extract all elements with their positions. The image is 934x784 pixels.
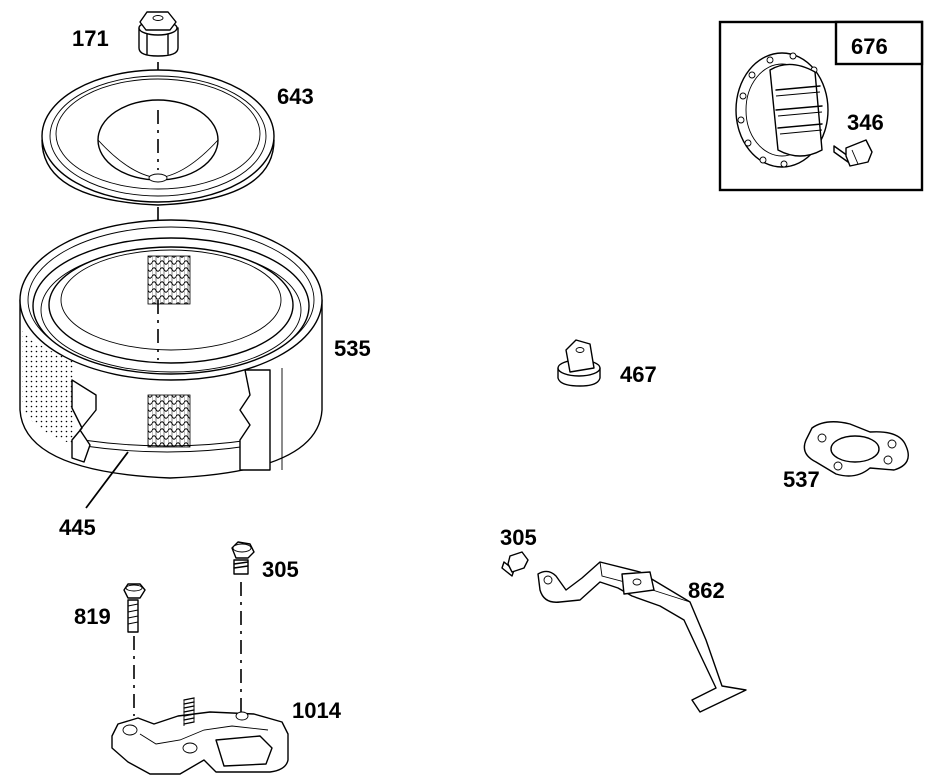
wing-nut-171 xyxy=(138,11,179,57)
bracket-862 xyxy=(537,561,747,713)
leader-445 xyxy=(85,451,129,509)
label-862: 862 xyxy=(688,578,725,603)
label-305-left: 305 xyxy=(262,557,299,582)
air-cleaner-base-1014 xyxy=(111,697,289,775)
label-676: 676 xyxy=(851,34,888,59)
bolt-346 xyxy=(833,139,873,167)
bolt-305-right xyxy=(501,551,529,577)
label-445: 445 xyxy=(59,515,96,540)
cover-plate-676 xyxy=(735,52,829,168)
knob-467 xyxy=(557,339,601,387)
label-819: 819 xyxy=(74,604,111,629)
label-537: 537 xyxy=(783,467,820,492)
label-467: 467 xyxy=(620,362,657,387)
label-535: 535 xyxy=(334,336,371,361)
bolt-819 xyxy=(123,583,146,633)
label-643: 643 xyxy=(277,84,314,109)
gasket-537 xyxy=(803,421,909,477)
label-346: 346 xyxy=(847,110,884,135)
label-305-right: 305 xyxy=(500,525,537,550)
screw-305-left xyxy=(231,541,255,575)
filter-housing-535 xyxy=(19,219,323,479)
label-171: 171 xyxy=(72,26,109,51)
air-cleaner-cover-643 xyxy=(41,69,275,206)
label-1014: 1014 xyxy=(292,698,342,723)
